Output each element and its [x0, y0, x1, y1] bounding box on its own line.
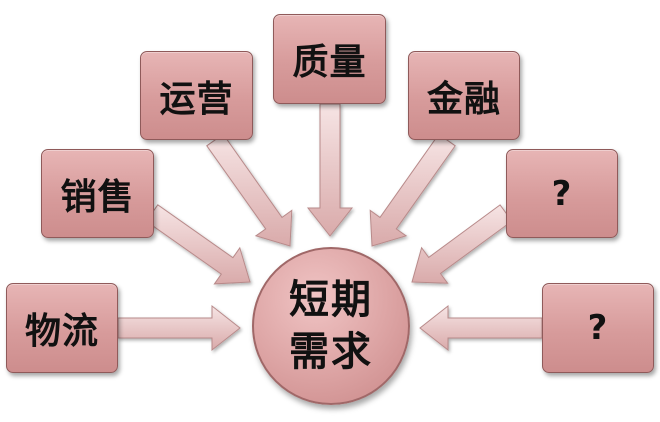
- arrow-finance: [369, 133, 456, 247]
- arrow-unknown-1: [411, 204, 513, 284]
- box-logistics: 物流: [6, 283, 118, 373]
- box-operations: 运营: [140, 51, 253, 140]
- box-finance-label: 金融: [426, 78, 501, 120]
- box-finance: 金融: [408, 51, 520, 140]
- center-node-label: 短期需求: [289, 277, 373, 375]
- box-sales-label: 销售: [60, 176, 135, 218]
- box-logistics-label: 物流: [24, 311, 99, 352]
- box-unknown-2: ?: [542, 283, 654, 373]
- arrow-operations: [206, 133, 293, 247]
- box-quality-label: 质量: [292, 42, 367, 83]
- arrow-sales: [145, 204, 251, 285]
- box-unknown-1-label: ?: [551, 173, 573, 214]
- arrow-quality: [306, 103, 354, 237]
- arrow-unknown-2: [419, 304, 543, 352]
- box-sales: 销售: [41, 149, 154, 238]
- box-unknown-2-label: ?: [587, 308, 609, 348]
- center-node: 短期需求: [252, 247, 410, 405]
- box-quality: 质量: [273, 14, 386, 104]
- box-operations-label: 运营: [159, 78, 234, 120]
- box-unknown-1: ?: [506, 149, 618, 238]
- arrow-logistics: [117, 304, 241, 352]
